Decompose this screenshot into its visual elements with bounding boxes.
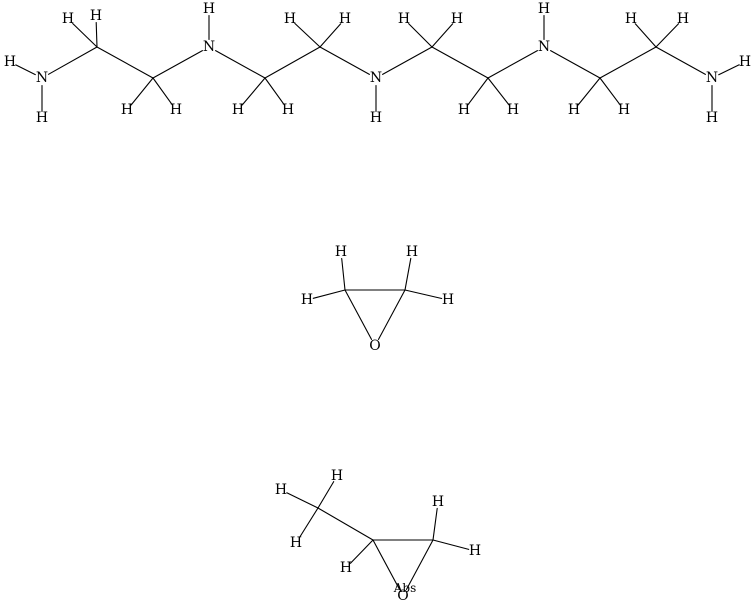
atom-label-n3h: H — [370, 110, 382, 126]
bond-cb-o — [377, 289, 406, 340]
atom-label-c4h1: H — [284, 11, 296, 27]
atom-label-c4h2: H — [339, 11, 351, 27]
bond-n5-n5h1 — [718, 64, 740, 76]
bond-me-meh1 — [317, 481, 335, 509]
bond-c4-n3 — [319, 46, 370, 75]
atom-label-c8h1: H — [625, 11, 637, 27]
bond-c3-c3h2 — [264, 77, 285, 106]
atom-label-cbh2: H — [442, 292, 454, 308]
atom-label-c2h2: H — [170, 102, 182, 118]
bond-ca-o — [344, 289, 373, 340]
bond-c2-c2h2 — [152, 77, 173, 106]
bond-c7-c7h2 — [599, 77, 621, 106]
bond-ca-cah1 — [341, 257, 346, 291]
bond-c5-c5h2 — [431, 23, 454, 48]
bond-n3-c5 — [382, 46, 433, 75]
bond-ca-cah2 — [312, 289, 346, 299]
bond-cb-cbh1 — [404, 257, 412, 291]
bond-c5-c5h1 — [408, 23, 433, 48]
atom-label-n4: N — [538, 39, 550, 55]
atom-label-c2h1: H — [121, 102, 133, 118]
bond-c1-c1h2 — [72, 22, 98, 48]
atom-label-c7h2: H — [618, 102, 630, 118]
bond-n2-c3 — [215, 50, 266, 79]
atoms-layer: H N H H H H H N H H H H H N H H H H H N H H H H H N H H O H H H H H H H H H H O… — [4, 1, 751, 604]
bond-c2r-or — [372, 539, 401, 590]
atom-label-c1h2: H — [62, 11, 74, 27]
bond-c3r-or — [405, 539, 434, 590]
bond-c7-c8 — [599, 46, 657, 79]
bond-c1-c1h1 — [95, 21, 98, 48]
atom-label-n3: N — [370, 70, 382, 86]
atom-label-c7h1: H — [568, 102, 580, 118]
atom-label-meh1: H — [331, 468, 343, 484]
atom-label-c3h1: H — [232, 102, 244, 118]
bond-c3r-c3rh2 — [432, 539, 470, 550]
bond-n1-c1 — [47, 46, 98, 75]
atom-label-cbh1: H — [406, 244, 418, 260]
bond-c1-c2 — [96, 46, 154, 79]
bond-c6-n4 — [487, 50, 538, 79]
bond-c5-c6 — [431, 46, 489, 79]
bond-c3-c3h1 — [241, 77, 266, 106]
bond-me-c2r — [317, 507, 374, 541]
bond-c8-c8h2 — [655, 23, 680, 48]
bond-me-meh2 — [286, 492, 319, 509]
atom-label-c6h2: H — [507, 102, 519, 118]
bond-c6-c6h2 — [487, 77, 510, 106]
atom-label-c3h2: H — [282, 102, 294, 118]
atom-label-n1: N — [36, 70, 48, 86]
atom-label-meh3: H — [290, 535, 302, 551]
atom-label-n5: N — [706, 70, 718, 86]
atom-label-c2rh: H — [340, 560, 352, 576]
bond-c7-c7h1 — [577, 77, 601, 106]
atom-label-n2: N — [203, 39, 215, 55]
bond-c3-c4 — [264, 46, 321, 79]
bond-n4-c7 — [550, 50, 601, 79]
bond-c2-n2 — [152, 50, 203, 79]
bond-c8-n5 — [655, 46, 706, 75]
bond-c4-c4h2 — [319, 23, 342, 48]
atom-label-c5h2: H — [451, 11, 463, 27]
bond-h1-n1 — [15, 64, 36, 76]
atom-label-n5h2: H — [706, 110, 718, 126]
atom-label-c6h1: H — [458, 102, 470, 118]
bond-me-meh3 — [298, 507, 319, 539]
atom-label-c1h1: H — [90, 8, 102, 24]
bond-c3r-c3rh1 — [432, 507, 438, 541]
atom-label-c8h2: H — [677, 11, 689, 27]
atom-label-cah1: H — [335, 244, 347, 260]
atom-label-abs: Abs — [393, 581, 417, 595]
atom-label-o: O — [369, 338, 380, 354]
atom-label-h1: H — [4, 54, 16, 70]
bond-c6-c6h1 — [467, 77, 489, 106]
atom-label-n5h1: H — [739, 54, 751, 70]
atom-label-c3rh2: H — [469, 543, 481, 559]
atom-label-or: O — [397, 588, 408, 604]
bond-c2r-c2rh — [349, 539, 374, 564]
bonds-layer — [15, 14, 740, 590]
bond-c4-c4h1 — [294, 22, 321, 48]
atom-label-cah2: H — [301, 292, 313, 308]
bond-c2-c2h1 — [130, 77, 154, 106]
atom-label-c5h1: H — [398, 11, 410, 27]
bond-cb-cbh2 — [404, 289, 443, 300]
atom-label-c3rh1: H — [432, 494, 444, 510]
atom-label-n4h: H — [538, 1, 550, 17]
atom-label-h2: H — [36, 110, 48, 126]
atom-label-n2h: H — [203, 1, 215, 17]
atom-label-meh2: H — [275, 482, 287, 498]
bond-c8-c8h1 — [634, 23, 657, 48]
